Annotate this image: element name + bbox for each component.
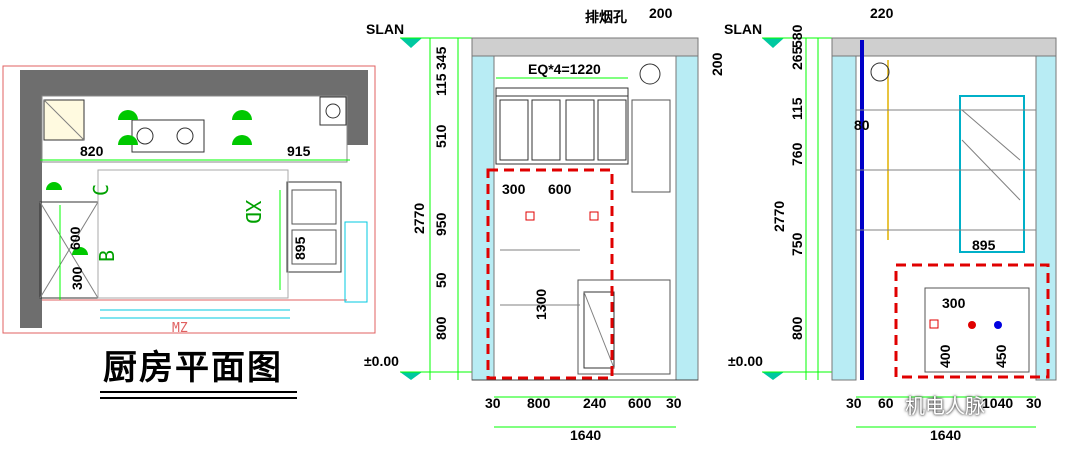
elev2-window [959,95,1025,253]
elev2-vdim-115: 115 [789,97,805,120]
plan-light-markers [46,110,252,255]
elev1-flue-note: 排烟孔 [585,9,627,25]
elev2-vdim-580: 580 [789,24,805,48]
elev2-inner-895: 895 [972,237,996,253]
elev1-vdim-50: 50 [433,272,449,288]
elev2-vdim-800: 800 [789,316,805,340]
plan-dim-820: 820 [80,143,104,159]
elev2-top-dim: 220 [870,5,894,21]
plan-label-mz: MZ [172,321,188,336]
elev1-vdim-800: 800 [433,316,449,340]
elev1-vdim-345: 345 [433,46,449,70]
plan-dim-895: 895 [292,236,308,260]
elev1-base-cabinet [577,279,671,375]
kitchen-elevation-b: SLAN ±0.00 265 580 115 760 2770 750 800 … [724,5,1057,443]
plan-wall-right [347,70,368,145]
elev2-vdim-750: 750 [789,232,805,256]
elev1-wall-left [471,37,495,381]
elev1-inner-1300: 1300 [533,289,549,320]
plan-wall-left [20,70,42,328]
watermark: 机电人脉 [905,394,985,418]
plan-dim-300: 300 [69,266,85,290]
elev1-bdim-30b: 30 [666,395,682,411]
elev1-bdim-800: 800 [527,395,551,411]
elev1-inner-600: 600 [548,181,572,197]
plan-wall-top [20,70,368,96]
elev2-sink-cabinet [924,287,1030,373]
elev2-bdim-30b: 30 [1026,395,1042,411]
elev1-bdim-30a: 30 [485,395,501,411]
elev2-bdim-1040: 1040 [982,395,1013,411]
elev1-wall-cabinets [495,63,671,193]
elev2-slan: SLAN [724,21,762,37]
elev1-bdim-240: 240 [583,395,607,411]
plan-label-xd: XD [241,200,265,224]
elev1-slan: SLAN [366,21,404,37]
elev1-slan-marker [400,38,422,48]
elev2-vdim-265: 265 [789,46,805,70]
title-underline-2 [100,397,297,399]
elev1-right-dim: 200 [709,52,725,76]
elev1-inner-300: 300 [502,181,526,197]
elev2-vdim-760: 760 [789,142,805,166]
elev2-bdim-60: 60 [878,395,894,411]
plan-dim-600: 600 [67,226,83,250]
plan-title: 厨房平面图 [103,348,283,388]
title-underline-1 [100,391,297,393]
elev1-vdim-950: 950 [433,212,449,236]
elev1-vdim-510: 510 [433,124,449,148]
elev2-inner-450: 450 [993,344,1009,368]
elev2-zero: ±0.00 [728,353,763,369]
elev1-vdim-115: 115 [433,73,449,96]
elev1-ceiling [471,37,699,57]
elev1-highlight-box [486,168,614,380]
elev1-top-dim: 200 [649,5,673,21]
elev2-highlight-box [894,263,1050,379]
plan-frame [2,65,376,334]
sink-icon [286,181,342,273]
elev1-bdim-600: 600 [628,395,652,411]
elev2-wall-right [1035,37,1057,381]
elev2-vdim-2770: 2770 [771,201,787,232]
elev1-vdim-2770: 2770 [411,203,427,234]
kitchen-floor-plan: 820 915 600 300 895 MZ C XD B [2,65,376,336]
elev2-bdim-30a: 30 [846,395,862,411]
elev1-wall-right [675,37,699,381]
plan-column [319,96,347,126]
elev2-wall-left [831,37,857,381]
plan-dim-915: 915 [287,143,311,159]
plan-counter-top [41,95,348,163]
elev2-inner-80: 80 [854,117,870,133]
plan-label-c: C [89,184,113,196]
elev1-eq: EQ*4=1220 [528,61,601,77]
kitchen-elevation-a: SLAN ±0.00 115 [364,5,725,443]
elev2-inner-400: 400 [937,344,953,368]
plan-label-b: B [95,250,119,262]
elev1-total: 1640 [570,427,601,443]
elev2-inner-300: 300 [942,295,966,311]
elev1-zero: ±0.00 [364,353,399,369]
elev2-total: 1640 [930,427,961,443]
